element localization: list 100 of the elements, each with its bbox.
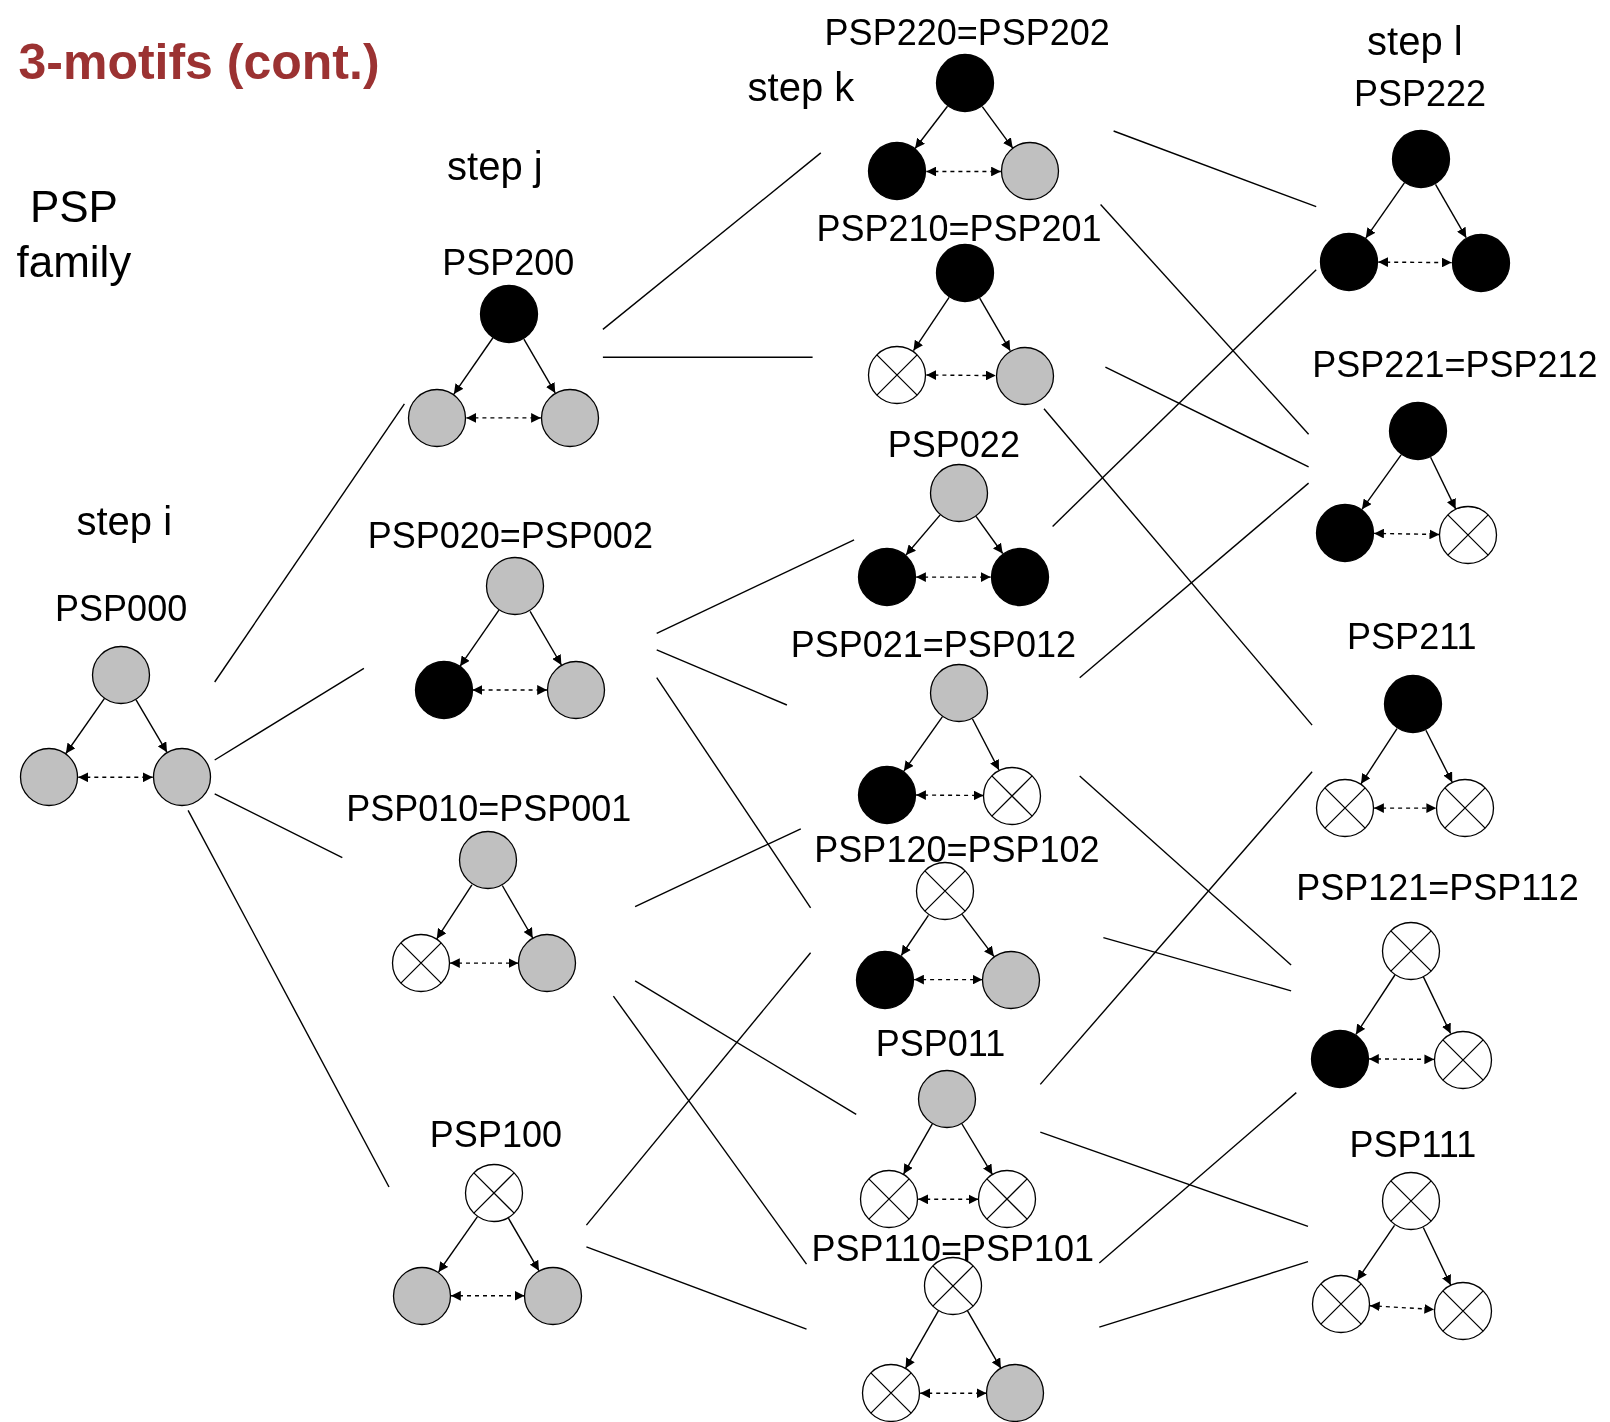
crossed-circle <box>977 1169 1038 1230</box>
slide-title: 3-motifs (cont.) <box>18 32 380 91</box>
node-circle <box>1315 502 1376 563</box>
node-circle <box>1450 232 1511 293</box>
connector-line <box>602 356 814 358</box>
arrow <box>975 515 1004 555</box>
arrow <box>905 514 941 556</box>
node-circle <box>935 243 996 304</box>
motif-label: PSP120=PSP102 <box>813 829 1101 872</box>
crossed-circle <box>859 1169 920 1230</box>
node-circle <box>392 1265 452 1326</box>
crossed-circle <box>1310 1274 1371 1334</box>
connector-line <box>1098 1260 1309 1328</box>
arrow <box>1425 729 1453 783</box>
connector-line <box>1098 1091 1297 1264</box>
arrow <box>1356 1224 1396 1281</box>
motif-label: PSP021=PSP012 <box>789 623 1077 666</box>
node-circle <box>1309 1028 1370 1089</box>
crossed-circle <box>1433 1029 1494 1090</box>
node-circle <box>989 547 1050 608</box>
dashed-arrow <box>1377 257 1453 268</box>
dashed-arrow <box>1373 803 1437 813</box>
node-circle <box>539 387 600 448</box>
arrow <box>437 1216 478 1273</box>
motif-label: PSP020=PSP002 <box>366 514 654 557</box>
motif-label: PSP222 <box>1352 73 1488 116</box>
connector-line <box>214 793 343 859</box>
arrow <box>971 718 1000 771</box>
node-circle <box>19 747 80 808</box>
connector-line <box>1079 482 1310 679</box>
arrow <box>529 610 563 666</box>
node-circle <box>1391 129 1452 190</box>
crossed-circle <box>1380 1171 1441 1232</box>
dashed-arrow <box>465 413 542 423</box>
node-circle <box>479 284 540 345</box>
node-circle <box>1382 674 1443 735</box>
connector-line <box>1079 775 1292 966</box>
arrow <box>1355 974 1396 1036</box>
node-circle <box>857 764 918 825</box>
arrow <box>912 296 950 352</box>
motif-label: PSP100 <box>428 1113 563 1156</box>
crossed-circle <box>1435 778 1496 839</box>
motif-label: PSP221=PSP212 <box>1311 343 1599 386</box>
arrow <box>981 105 1014 149</box>
node-circle <box>929 663 989 724</box>
crossed-circle <box>867 344 928 405</box>
dashed-arrow <box>77 772 154 783</box>
dashed-arrow <box>1369 1301 1435 1314</box>
arrow <box>523 338 556 394</box>
connector-line <box>214 403 406 683</box>
arrow <box>903 716 943 772</box>
arrow <box>1365 182 1406 239</box>
connector-line <box>1102 936 1292 992</box>
motif-label: PSP211 <box>1346 615 1478 658</box>
motif-label: PSP210=PSP201 <box>815 207 1103 250</box>
node-circle <box>867 141 928 202</box>
arrow <box>501 884 534 939</box>
connector-line <box>1039 771 1313 1086</box>
crossed-circle <box>390 933 451 994</box>
arrow <box>961 913 995 958</box>
connector-line <box>585 952 812 1226</box>
node-circle <box>485 556 546 617</box>
arrow <box>135 698 168 753</box>
arrow <box>900 914 930 957</box>
arrow <box>1361 454 1402 510</box>
dashed-arrow <box>1368 1054 1435 1065</box>
connector-line <box>1099 203 1310 435</box>
crossed-circle <box>463 1163 524 1224</box>
connector-line <box>1104 366 1310 468</box>
dashed-arrow <box>925 166 1002 177</box>
motif-label: PSP010=PSP001 <box>345 788 633 831</box>
crossed-circle <box>1380 920 1441 981</box>
node-circle <box>929 462 989 523</box>
connector-line <box>1039 1131 1309 1227</box>
motif-label: PSP200 <box>441 241 576 284</box>
arrow <box>979 297 1011 352</box>
arrow <box>1422 976 1452 1035</box>
node-circle <box>517 933 578 994</box>
arrow <box>966 1309 1002 1369</box>
node-circle <box>91 644 152 705</box>
motif-label: PSP022 <box>886 423 1021 466</box>
connector-line <box>656 676 812 909</box>
node-circle <box>857 547 918 608</box>
arrow <box>436 884 473 940</box>
connector-line <box>612 995 808 1265</box>
arrow <box>459 609 500 667</box>
family-label: PSP family <box>15 181 133 289</box>
node-circle <box>916 1068 977 1129</box>
arrow <box>65 697 106 755</box>
arrow <box>453 337 494 395</box>
motif-label: PSP000 <box>54 587 189 630</box>
dashed-arrow <box>915 572 992 582</box>
node-circle <box>151 747 212 808</box>
node-circle <box>1387 401 1448 462</box>
connector-line <box>214 667 365 761</box>
node-circle <box>994 345 1055 406</box>
node-circle <box>1319 231 1380 292</box>
connector-line <box>1051 269 1317 528</box>
step-label: step l <box>1367 18 1463 66</box>
connector-line <box>656 539 855 635</box>
